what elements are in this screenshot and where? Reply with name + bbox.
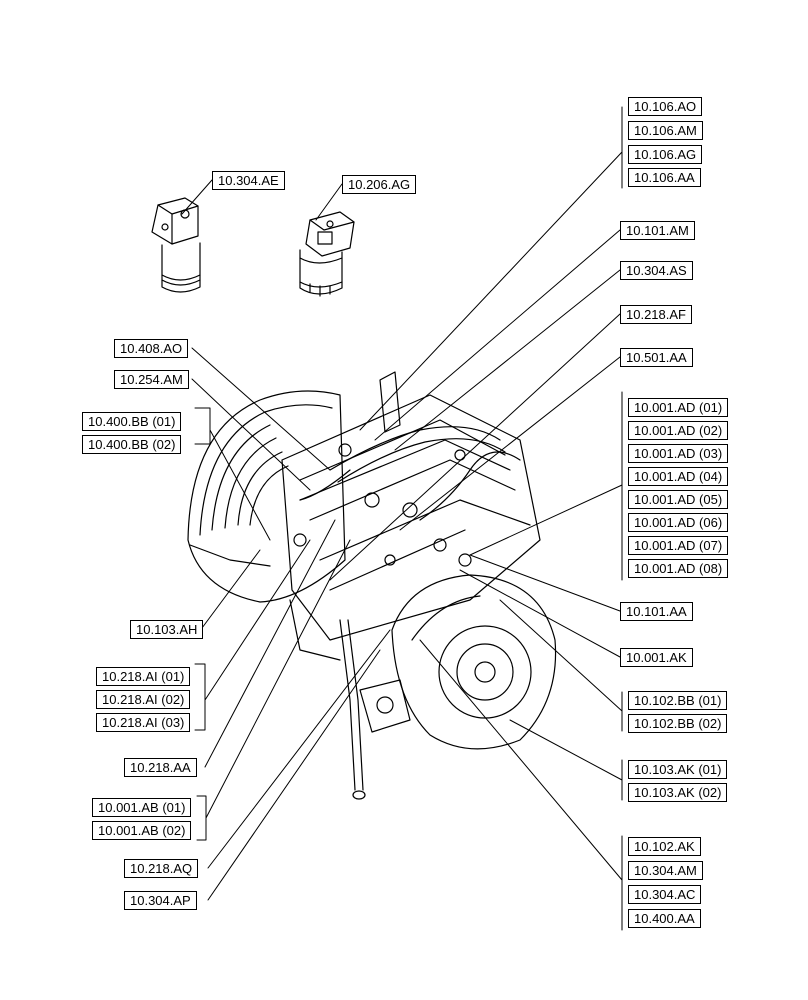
ref-10-400-aa[interactable]: 10.400.AA [628, 909, 701, 928]
ref-10-106-am[interactable]: 10.106.AM [628, 121, 703, 140]
ref-10-102-bb-02[interactable]: 10.102.BB (02) [628, 714, 728, 733]
ref-10-218-aa[interactable]: 10.218.AA [124, 758, 197, 777]
ref-10-206-ag[interactable]: 10.206.AG [342, 175, 417, 194]
ref-10-400-bb-02[interactable]: 10.400.BB (02) [82, 435, 182, 454]
ref-10-001-ad-02[interactable]: 10.001.AD (02) [628, 421, 729, 440]
ref-10-106-aa[interactable]: 10.106.AA [628, 168, 701, 187]
ref-10-218-af[interactable]: 10.218.AF [620, 305, 692, 324]
engine-assembly-illustration [187, 371, 557, 800]
ref-10-304-ap[interactable]: 10.304.AP [124, 891, 197, 910]
ref-10-001-ab-02[interactable]: 10.001.AB (02) [92, 821, 192, 840]
leader-lines [181, 106, 623, 931]
ref-10-106-ag[interactable]: 10.106.AG [628, 145, 703, 164]
ref-10-101-am[interactable]: 10.101.AM [620, 221, 695, 240]
ref-10-001-ad-01[interactable]: 10.001.AD (01) [628, 398, 729, 417]
ref-10-106-ao[interactable]: 10.106.AO [628, 97, 703, 116]
ref-10-001-ad-07[interactable]: 10.001.AD (07) [628, 536, 729, 555]
ref-10-001-ad-04[interactable]: 10.001.AD (04) [628, 467, 729, 486]
ref-10-103-ak-02[interactable]: 10.103.AK (02) [628, 783, 728, 802]
ref-10-001-ad-08[interactable]: 10.001.AD (08) [628, 559, 729, 578]
ref-10-101-aa[interactable]: 10.101.AA [620, 602, 693, 621]
ref-10-254-am[interactable]: 10.254.AM [114, 370, 189, 389]
ref-10-408-ao[interactable]: 10.408.AO [114, 339, 189, 358]
ref-10-218-ai-03[interactable]: 10.218.AI (03) [96, 713, 191, 732]
ref-10-001-ak[interactable]: 10.001.AK [620, 648, 693, 667]
ref-10-304-as[interactable]: 10.304.AS [620, 261, 693, 280]
ref-10-304-ae[interactable]: 10.304.AE [212, 171, 285, 190]
ref-10-304-ac[interactable]: 10.304.AC [628, 885, 702, 904]
ref-10-218-ai-01[interactable]: 10.218.AI (01) [96, 667, 191, 686]
ref-10-218-aq[interactable]: 10.218.AQ [124, 859, 199, 878]
ref-10-218-ai-02[interactable]: 10.218.AI (02) [96, 690, 191, 709]
fuel-filter-illustration-2 [299, 211, 355, 297]
ref-10-001-ad-06[interactable]: 10.001.AD (06) [628, 513, 729, 532]
ref-10-102-bb-01[interactable]: 10.102.BB (01) [628, 691, 728, 710]
ref-10-001-ab-01[interactable]: 10.001.AB (01) [92, 798, 192, 817]
ref-10-501-aa[interactable]: 10.501.AA [620, 348, 693, 367]
ref-10-103-ah[interactable]: 10.103.AH [130, 620, 204, 639]
ref-10-400-bb-01[interactable]: 10.400.BB (01) [82, 412, 182, 431]
ref-10-103-ak-01[interactable]: 10.103.AK (01) [628, 760, 728, 779]
fuel-filter-illustration-1 [151, 197, 201, 293]
ref-10-304-am[interactable]: 10.304.AM [628, 861, 703, 880]
ref-10-001-ad-05[interactable]: 10.001.AD (05) [628, 490, 729, 509]
ref-10-102-ak[interactable]: 10.102.AK [628, 837, 701, 856]
ref-10-001-ad-03[interactable]: 10.001.AD (03) [628, 444, 729, 463]
